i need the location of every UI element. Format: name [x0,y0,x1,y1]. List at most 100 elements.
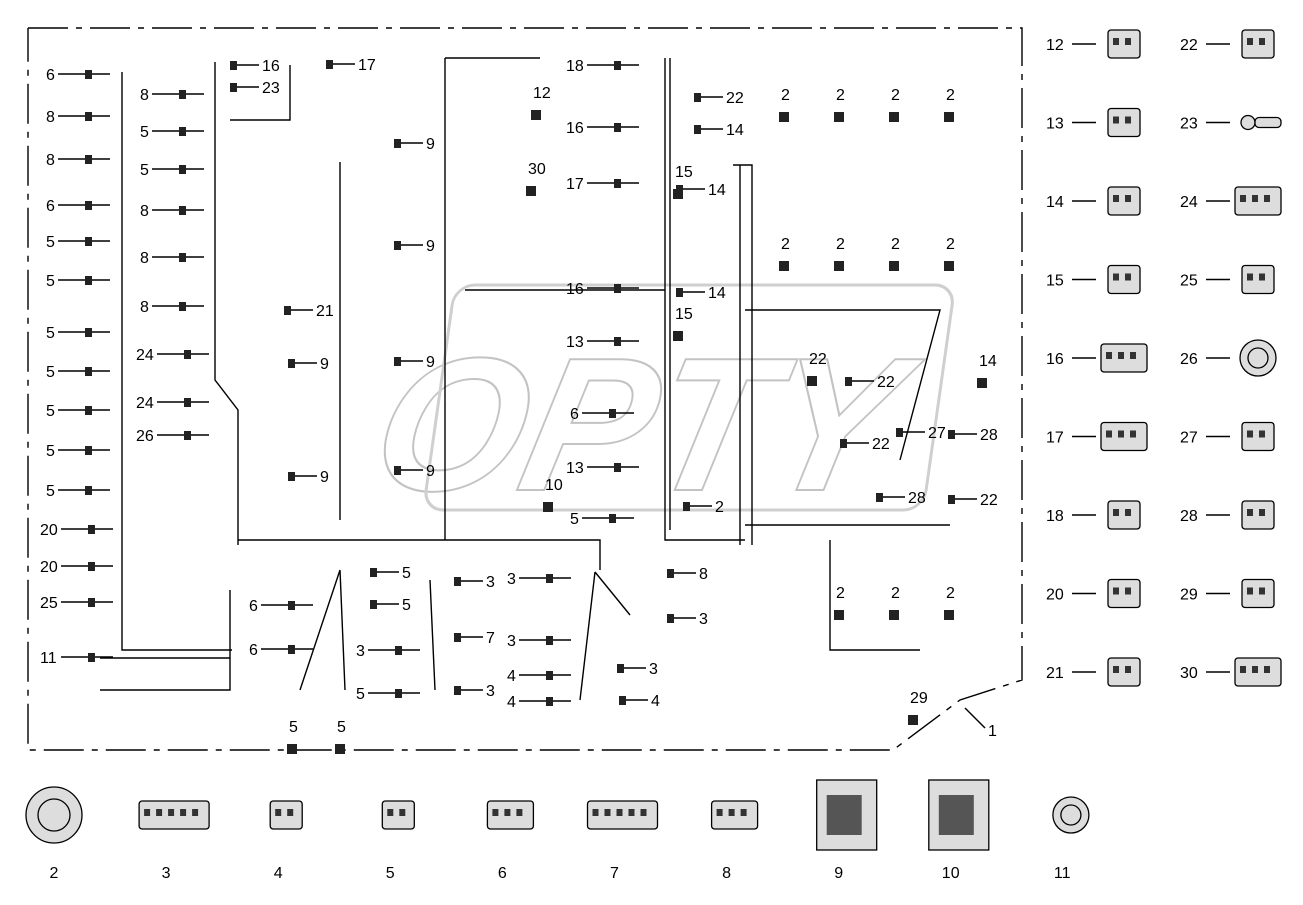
callout-6: 6 [249,598,313,615]
callout-14: 14 [977,353,997,388]
legend-item-21: 21 [1046,657,1141,687]
connector-2 [944,112,954,122]
callout-2: 2 [834,87,845,122]
legend-label: 16 [1046,351,1064,368]
callout-label: 8 [699,566,708,583]
connector-9 [288,359,295,368]
connector-7 [454,633,461,642]
callout-label: 8 [140,203,149,220]
callout-24: 24 [136,347,209,364]
connector-10 [543,502,553,512]
connector-8 [179,90,186,99]
callout-label: 21 [316,303,334,320]
connector-8 [85,155,92,164]
callout-label: 5 [289,719,298,736]
connector-6 [288,645,295,654]
callout-2: 2 [889,87,900,122]
callout-11: 11 [40,650,113,667]
connector-5 [609,514,616,523]
legend-label: 2 [50,865,59,882]
callout-label: 6 [249,598,258,615]
legend-label: 8 [722,865,731,882]
connector-21 [284,306,291,315]
connector-22 [845,377,852,386]
legend-item-7: 7 [586,800,659,882]
callout-5: 5 [46,364,110,381]
legend-label: 4 [274,865,283,882]
legend-label: 13 [1046,116,1064,133]
connector-2 [834,261,844,271]
callout-label: 12 [533,85,551,102]
connector-23 [230,83,237,92]
callout-2: 2 [779,236,790,271]
connector-14 [977,378,987,388]
connector-3-icon [138,800,210,830]
callout-12: 12 [531,85,551,120]
legend-label: 12 [1046,37,1064,54]
connector-28-icon [1241,500,1275,530]
callout-label: 5 [46,483,55,500]
connector-2 [944,261,954,271]
connector-14 [676,288,683,297]
callout-label: 9 [426,354,435,371]
connector-15 [673,331,683,341]
callout-label: 8 [46,109,55,126]
callout-5: 5 [46,443,110,460]
legend-label: 14 [1046,194,1064,211]
connector-11 [88,653,95,662]
callout-label: 2 [836,236,845,253]
connector-24-icon [1234,186,1282,216]
legend-label: 10 [942,865,960,882]
legend-item-24: 24 [1180,186,1282,216]
connector-14 [694,125,701,134]
callout-27: 27 [896,425,946,442]
connector-5 [335,744,345,754]
callout-9: 9 [394,136,435,153]
callout-label: 27 [928,425,946,442]
connector-22-icon [1241,29,1275,59]
callout-14: 14 [676,285,726,302]
connector-2 [834,112,844,122]
callout-2: 2 [944,87,955,122]
connector-9 [394,466,401,475]
callout-14: 14 [676,182,726,199]
connector-13 [614,337,621,346]
callout-label: 14 [708,182,726,199]
callout-label: 16 [566,120,584,137]
callout-10: 10 [543,477,563,512]
legend-item-10: 10 [928,779,990,882]
legend-item-23: 23 [1180,114,1282,133]
callout-29: 29 [908,690,928,725]
connector-5 [85,486,92,495]
connector-22 [807,376,817,386]
connector-3 [546,574,553,583]
callout-label: 22 [872,436,890,453]
legend-item-22: 22 [1180,29,1275,59]
connector-4-icon [269,800,303,830]
callout-label: 9 [426,238,435,255]
callout-3: 3 [617,661,658,678]
callout-label: 5 [46,234,55,251]
connector-5 [370,568,377,577]
callout-label: 6 [46,198,55,215]
callout-22: 22 [694,90,744,107]
callout-6: 6 [570,406,634,423]
callout-17: 17 [566,176,639,193]
callout-label: 3 [486,683,495,700]
connector-8 [85,112,92,121]
callout-14: 14 [694,122,744,139]
connector-17 [614,179,621,188]
legend-item-26: 26 [1180,339,1277,377]
callout-label: 4 [507,668,516,685]
callout-label: 17 [358,57,376,74]
callout-4: 4 [507,668,571,685]
callout-5: 5 [46,325,110,342]
callout-2: 2 [834,236,845,271]
callout-label: 14 [726,122,744,139]
connector-5 [287,744,297,754]
connector-3 [454,577,461,586]
callout-label: 29 [910,690,928,707]
legend-label: 11 [1054,865,1071,882]
callout-label: 14 [708,285,726,302]
legend-item-8: 8 [710,800,759,882]
